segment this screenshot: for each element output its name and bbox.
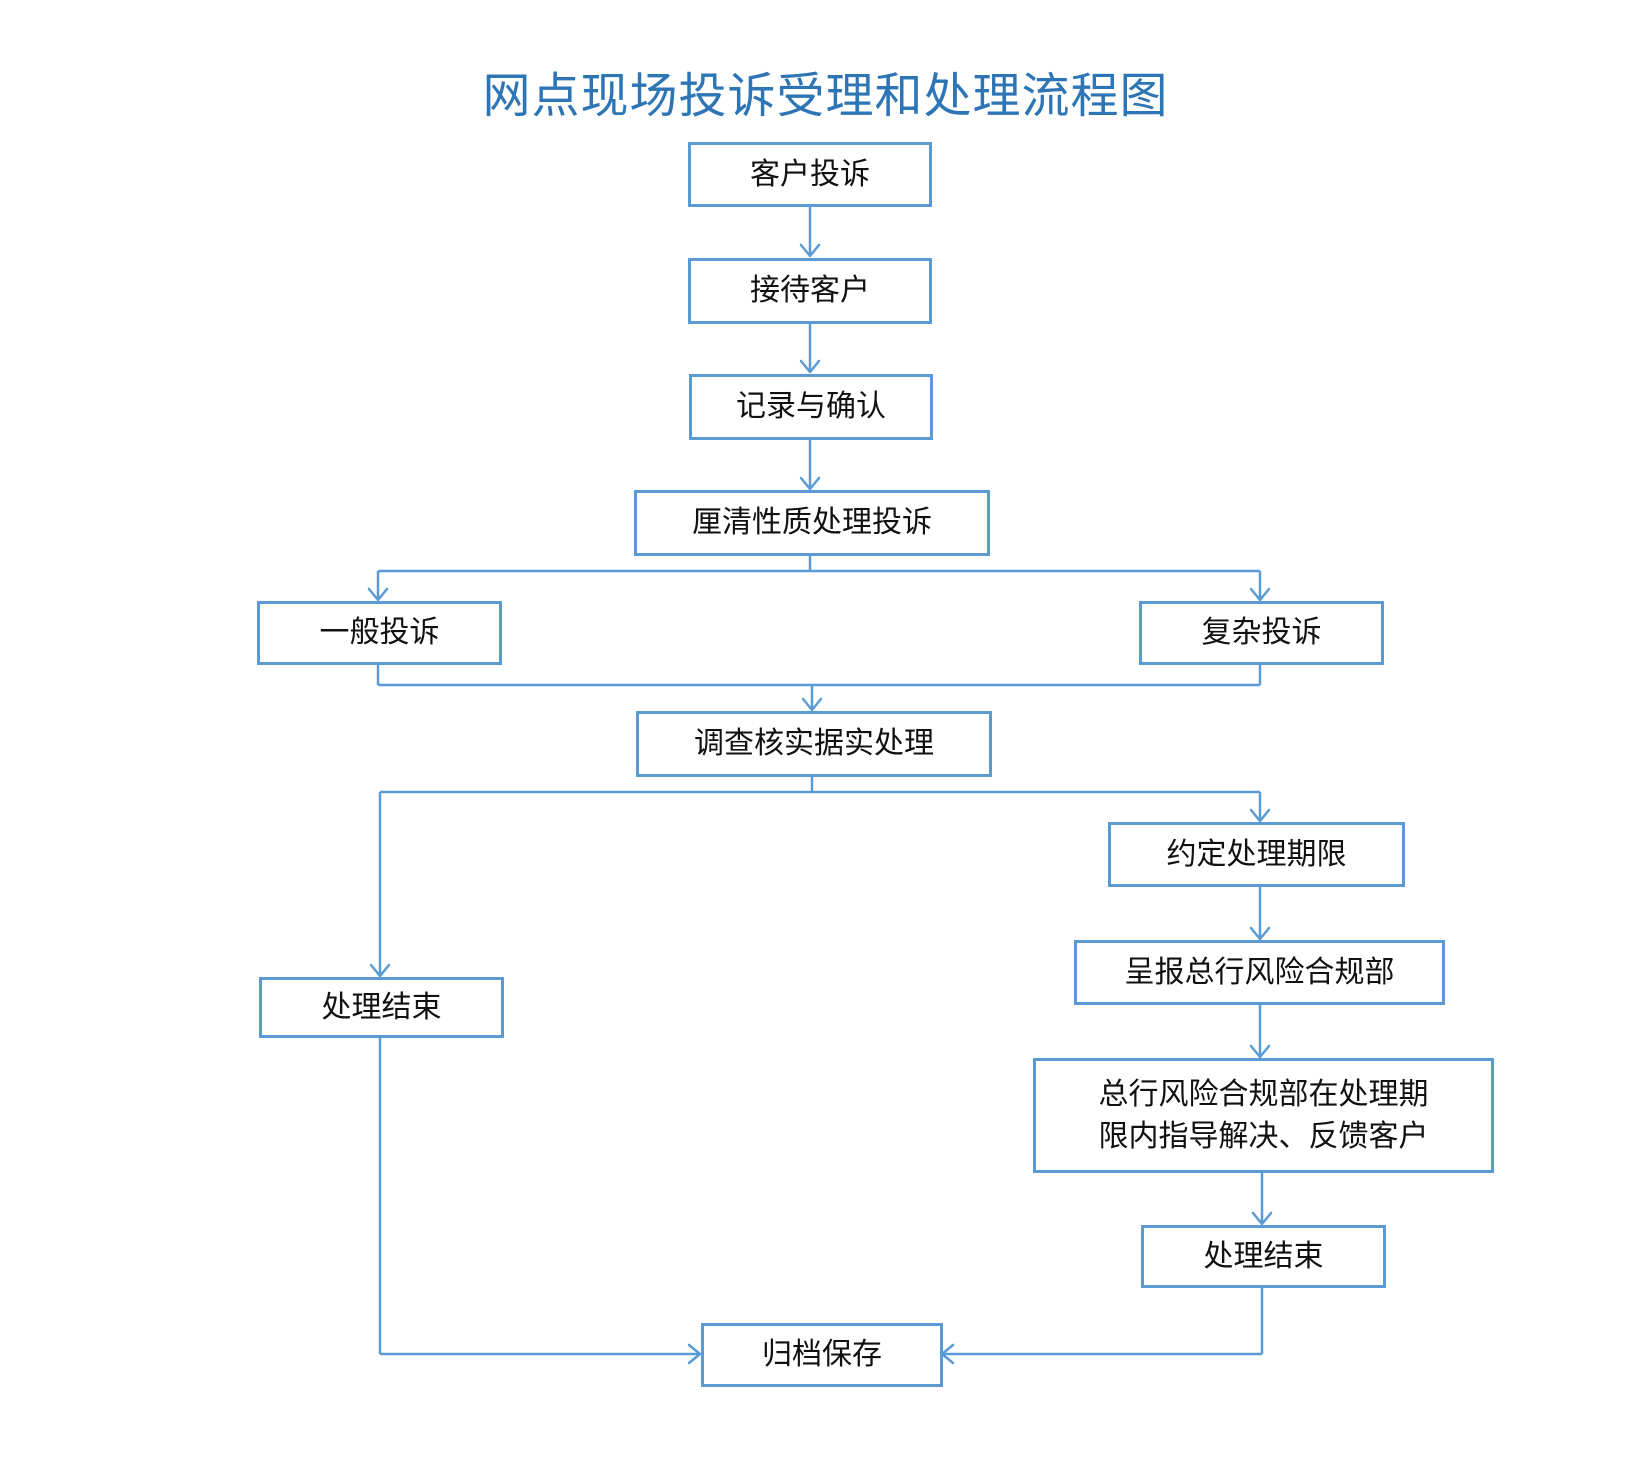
node-record-confirm: 记录与确认 (689, 374, 933, 440)
arrowhead-receive (799, 243, 821, 258)
node-receive-customer: 接待客户 (688, 258, 932, 324)
arrowhead-deadline (1249, 808, 1271, 823)
node-end-right: 处理结束 (1141, 1225, 1386, 1288)
arrowhead-archive-left (687, 1343, 702, 1365)
arrowhead-end-right (1251, 1211, 1273, 1226)
node-clarify-nature: 厘清性质处理投诉 (634, 490, 990, 556)
arrowhead-general (367, 587, 389, 602)
node-report-hq: 呈报总行风险合规部 (1074, 940, 1445, 1005)
diagram-title: 网点现场投诉受理和处理流程图 (482, 68, 1169, 124)
node-end-left: 处理结束 (259, 977, 504, 1038)
arrowhead-clarify (799, 476, 821, 491)
arrowhead-end-left (369, 963, 391, 978)
node-archive: 归档保存 (701, 1323, 943, 1387)
node-complex-complaint: 复杂投诉 (1139, 601, 1384, 665)
node-hq-guidance: 总行风险合规部在处理期 限内指导解决、反馈客户 (1033, 1058, 1494, 1173)
arrowhead-guide (1249, 1044, 1271, 1059)
node-customer-complaint: 客户投诉 (688, 142, 932, 207)
node-general-complaint: 一般投诉 (257, 601, 502, 665)
arrowhead-record (799, 359, 821, 374)
node-investigate-verify: 调查核实据实处理 (636, 711, 992, 777)
node-agree-deadline: 约定处理期限 (1108, 822, 1405, 887)
node-hq-guidance-line1: 总行风险合规部在处理期 (1098, 1076, 1429, 1112)
arrowhead-report (1249, 926, 1271, 941)
arrowhead-complex (1249, 587, 1271, 602)
node-hq-guidance-line2: 限内指导解决、反馈客户 (1098, 1118, 1429, 1154)
arrowhead-investigate (801, 697, 823, 712)
